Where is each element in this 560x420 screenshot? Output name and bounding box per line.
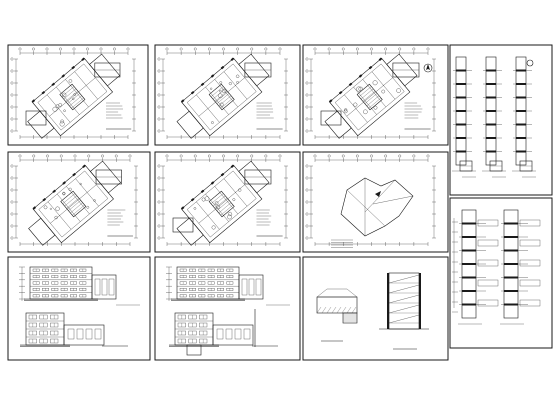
wall-details-top-frame [449,44,553,196]
wall-details-bottom-panel [449,197,553,349]
floor-plan-5-panel [154,151,301,253]
wall-details-top-panel [449,44,553,196]
elevation-sheet-a-panel [7,256,151,361]
elevation-sheet-a-frame [7,256,151,361]
section-details-frame [302,256,449,361]
north-arrow-pointer [426,64,430,70]
elevation-sheet-b-panel [154,256,301,361]
floor-plan-2-panel [154,44,301,146]
roof-plan-panel [302,151,449,253]
floor-plan-4-panel [7,151,151,253]
wall-details-bottom-frame [449,197,553,349]
floor-plan-1-panel [7,44,149,146]
section-details-panel [302,256,449,361]
floor-plan-3-frame [302,44,449,146]
floor-plan-2-frame [154,44,301,146]
floor-plan-5-frame [154,151,301,253]
roof-plan-frame [302,151,449,253]
floor-plan-3-panel [302,44,449,146]
